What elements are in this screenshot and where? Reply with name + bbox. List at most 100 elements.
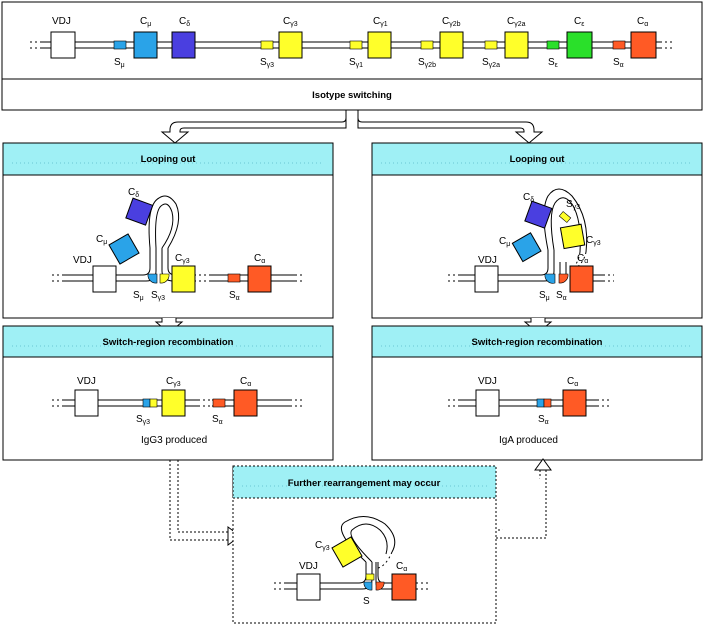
left-rec-c-gamma3-label: Cγ3: [166, 376, 181, 388]
label-c-gamma3: Cγ3: [283, 16, 298, 28]
isotype-switching-bar: [1, 78, 703, 111]
label-s-gamma1: Sγ1: [349, 57, 363, 69]
left-recombination-title: Switch-region recombination: [103, 337, 234, 348]
further-header: [232, 465, 497, 499]
further-c-alpha-label: Cα: [396, 561, 407, 573]
left-c-delta: [125, 197, 154, 226]
label-s-gamma3: Sγ3: [260, 57, 274, 69]
left-rec-c-alpha: [233, 389, 258, 417]
left-switch-alpha: [227, 273, 241, 283]
right-c-gamma3-label: Cγ3: [586, 235, 601, 247]
label-c-epsilon: Cε: [574, 16, 584, 28]
right-switch-gamma3: [558, 211, 572, 223]
right-rec-s-label: Sα: [538, 414, 549, 426]
left-s-gamma3-label: Sγ3: [151, 290, 165, 302]
left-s-mu-label: Sμ: [133, 290, 144, 302]
left-c-gamma3: [171, 265, 196, 293]
left-vdj-label: VDJ: [73, 255, 92, 266]
left-switch-mu: [147, 273, 158, 284]
switch-gamma1: [349, 40, 363, 50]
right-c-gamma3: [559, 223, 586, 250]
left-c-mu: [108, 233, 140, 265]
left-rec-vdj-label: VDJ: [77, 376, 96, 387]
right-c-mu-label: Cμ: [499, 236, 510, 248]
gene-c-gamma1: [367, 31, 392, 59]
further-c-gamma3-label: Cγ3: [315, 540, 330, 552]
left-c-gamma3-label: Cγ3: [175, 253, 190, 265]
right-looping-title: Looping out: [510, 154, 566, 165]
label-c-gamma2a: Cγ2a: [507, 16, 526, 28]
label-c-delta: Cδ: [179, 16, 190, 28]
right-vdj-label: VDJ: [478, 255, 497, 266]
label-c-alpha: Cα: [637, 16, 648, 28]
left-c-mu-label: Cμ: [96, 234, 107, 246]
right-rec-vdj-label: VDJ: [478, 376, 497, 387]
vdj-label: VDJ: [52, 16, 71, 27]
germline-panel: VDJ Cμ Cδ Cγ3 Cγ1 Cγ2b Cγ2a Cε Cα Sμ Sγ3…: [1, 1, 703, 80]
left-looping-header: [2, 142, 334, 176]
label-s-gamma2a: Sγ2a: [482, 57, 500, 69]
switch-gamma3: [260, 40, 274, 50]
left-result-label: IgG3 produced: [141, 435, 207, 446]
right-looping-header: [371, 142, 703, 176]
further-rearrangement-panel: Further rearrangement may occur VDJ Cγ3 …: [232, 465, 497, 624]
vdj-segment: [50, 31, 76, 59]
label-c-gamma2b: Cγ2b: [442, 16, 461, 28]
left-rec-s-alpha-label: Sα: [212, 414, 223, 426]
left-looping-panel: Looping out VDJ Cδ Cμ Cγ3: [2, 142, 334, 319]
right-switch-mu: [544, 273, 556, 284]
left-recombination-panel: Switch-region recombination VDJ Cγ3 Cα S…: [2, 325, 334, 461]
gene-c-epsilon: [566, 31, 593, 59]
left-c-delta-label: Cδ: [128, 187, 139, 199]
label-c-mu: Cμ: [140, 16, 151, 28]
switch-gamma2b: [420, 40, 434, 50]
switch-gamma2a: [484, 40, 498, 50]
right-s-mu-label: Sμ: [539, 290, 550, 302]
isotype-switching-label: Isotype switching: [312, 90, 392, 101]
switch-mu: [113, 40, 127, 50]
right-c-alpha: [569, 265, 594, 293]
right-result-label: IgA produced: [499, 435, 558, 446]
right-c-mu: [511, 232, 542, 263]
left-rec-s-label: Sγ3: [136, 414, 150, 426]
switch-alpha: [612, 40, 626, 50]
right-recombination-header: [371, 325, 703, 358]
left-rec-c-alpha-label: Cα: [240, 376, 251, 388]
further-c-gamma3: [331, 536, 363, 568]
right-s-gamma3-label: Sγ3: [566, 199, 580, 211]
left-rec-c-gamma3: [161, 389, 186, 417]
left-s-alpha-label: Sα: [229, 290, 240, 302]
right-s-alpha-label: Sα: [556, 290, 567, 302]
right-rec-c-alpha: [562, 389, 587, 417]
right-rec-c-alpha-label: Cα: [567, 376, 578, 388]
switch-epsilon: [546, 40, 560, 50]
left-switch-gamma3: [159, 273, 170, 284]
gene-c-gamma2a: [504, 31, 529, 59]
split-arrow: [160, 110, 544, 144]
further-c-alpha: [391, 573, 417, 601]
further-vdj: [296, 573, 321, 601]
label-s-alpha: Sα: [613, 57, 624, 69]
right-c-delta-label: Cδ: [523, 192, 534, 204]
right-c-alpha-label: Cα: [577, 253, 588, 265]
gene-c-gamma2b: [439, 31, 464, 59]
label-s-gamma2b: Sγ2b: [418, 57, 436, 69]
gene-c-alpha: [630, 31, 657, 59]
left-vdj: [92, 265, 117, 293]
right-rec-vdj: [475, 389, 500, 417]
left-c-alpha: [247, 265, 272, 293]
further-s-label: S: [363, 596, 370, 607]
dotted-arrows: [169, 458, 552, 546]
gene-c-mu: [133, 31, 158, 59]
left-looping-title: Looping out: [141, 154, 197, 165]
gene-c-delta: [171, 31, 196, 59]
gene-c-gamma3: [278, 31, 303, 59]
further-title: Further rearrangement may occur: [288, 478, 441, 489]
right-c-delta: [524, 200, 553, 229]
left-recombination-header: [2, 325, 334, 358]
right-vdj: [474, 265, 499, 293]
further-vdj-label: VDJ: [299, 561, 318, 572]
left-c-alpha-label: Cα: [254, 253, 265, 265]
right-looping-panel: Looping out VDJ Cδ Cμ Cγ3 Sγ3 Cα: [371, 142, 703, 319]
